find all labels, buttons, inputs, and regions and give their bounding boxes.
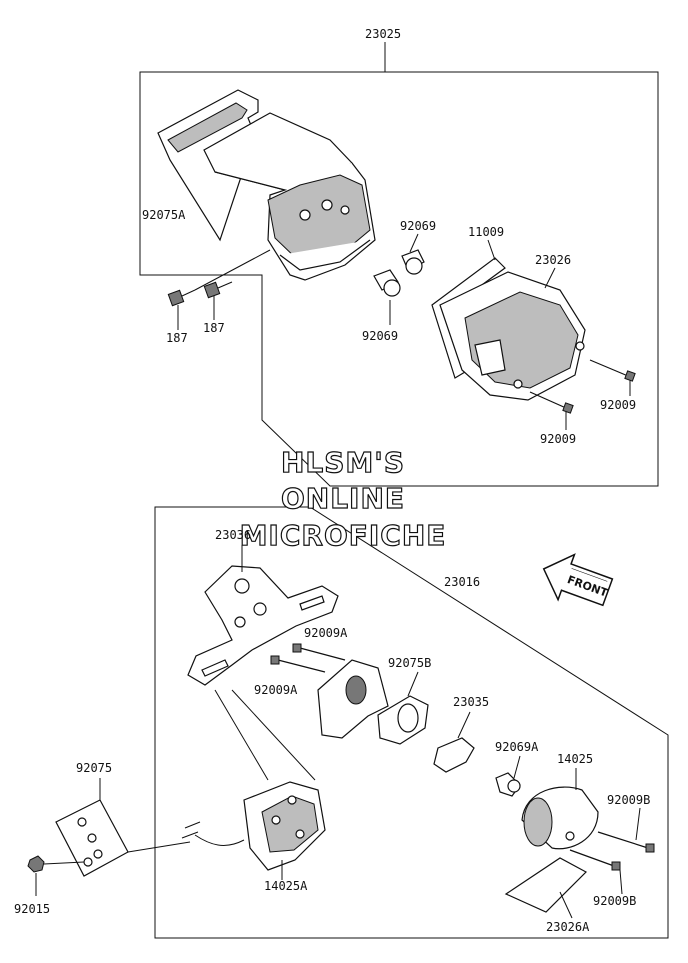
label-11009: 11009 [468,225,504,239]
label-92009-right: 92009 [600,398,636,412]
label-92009A-lower: 92009A [254,683,298,697]
socket-holder [317,659,389,739]
label-92015: 92015 [14,902,50,916]
label-187-right: 187 [203,321,225,335]
screw-92009A-upper [292,643,346,661]
label-92075B: 92075B [388,656,431,670]
screw-92009-right [589,359,636,396]
label-23016: 23016 [444,575,480,589]
label-92075A: 92075A [142,208,186,222]
bulb-92069-top [401,233,425,275]
screw-92009B-lower [569,849,623,895]
label-92075: 92075 [76,761,112,775]
screw-92009B-upper [597,807,655,853]
part-labels: 23025 92075A 92069 11009 23026 187 187 9… [14,27,650,934]
watermark-line-1: HLSM'S [281,446,405,479]
label-23025: 23025 [365,27,401,41]
label-92069A: 92069A [495,740,539,754]
watermark: HLSM'S ONLINE MICROFICHE [239,445,447,552]
bulb-92069A [495,755,521,797]
lens-14025 [521,768,599,850]
grommet-92075B [377,671,429,745]
label-92009-bottom: 92009 [540,432,576,446]
watermark-line-2: ONLINE [281,482,405,515]
bolt-187-right [203,281,233,320]
label-14025A: 14025A [264,879,308,893]
lens-23026 [439,267,586,401]
watermark-line-3: MICROFICHE [240,519,447,552]
label-23026: 23026 [535,253,571,267]
label-187-left: 187 [166,331,188,345]
plate-92075 [55,778,191,877]
label-92069-bottom: 92069 [362,329,398,343]
socket-23035 [433,711,475,773]
screw-92009A-lower [270,655,326,673]
front-direction-arrow: FRONT [542,553,614,607]
label-92069-top: 92069 [400,219,436,233]
light-unit-14025A [181,781,326,880]
label-14025: 14025 [557,752,593,766]
label-23035: 23035 [453,695,489,709]
label-92009A-upper: 92009A [304,626,348,640]
label-23036: 23036 [215,528,251,542]
bolt-187-left [167,289,196,330]
upper-assembly-frame [139,42,659,487]
reflector-23026A [504,857,587,919]
screw-92009-bottom [529,391,574,430]
bracket-23036 [187,545,339,686]
bulb-92069-bottom [373,269,401,325]
label-23026A: 23026A [546,920,590,934]
nut-92015 [27,855,85,896]
label-92009B-lower: 92009B [593,894,636,908]
tail-light-housing [157,89,376,281]
lower-assembly-frame [154,506,669,939]
label-92009B-upper: 92009B [607,793,650,807]
